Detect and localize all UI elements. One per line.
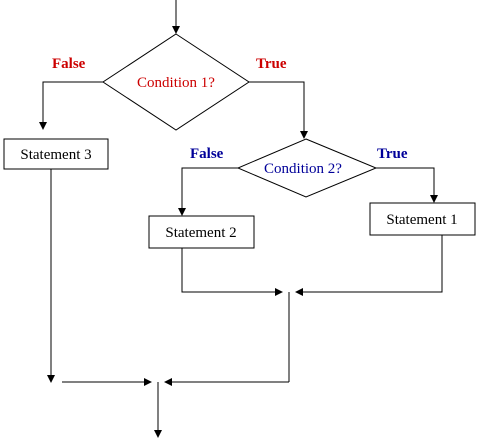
condition-1-false-label: False <box>52 56 86 72</box>
statement-3-rect <box>3 138 109 170</box>
statement-1-box: Statement 1 <box>369 202 476 236</box>
condition-1-true-arrow <box>249 81 308 139</box>
statement-2-label: Statement 2 <box>165 225 236 241</box>
condition-1-label: Condition 1? <box>137 75 215 91</box>
statement-2-box: Statement 2 <box>148 215 255 249</box>
condition-1-true-label: True <box>256 56 287 72</box>
statement-3-label: Statement 3 <box>20 147 91 163</box>
condition-2-label: Condition 2? <box>264 161 342 177</box>
statement-2-merge-arrow <box>181 248 283 296</box>
condition-1-false-arrow <box>39 81 103 130</box>
condition-2-true-arrow <box>376 167 438 203</box>
statement-2-rect <box>148 215 255 249</box>
condition-2-decision: Condition 2? <box>236 138 378 198</box>
statement-1-merge-arrow <box>295 235 443 296</box>
statement-1-rect <box>369 202 476 236</box>
condition-2-false-label: False <box>190 146 224 162</box>
condition-2-diamond <box>236 138 378 198</box>
statement-1-label: Statement 1 <box>386 212 457 228</box>
condition-2-false-arrow <box>178 167 238 216</box>
statement-3-box: Statement 3 <box>3 138 109 170</box>
condition-1-decision: Condition 1? <box>102 33 250 131</box>
condition-2-true-label: True <box>377 146 408 162</box>
condition-1-diamond <box>102 33 250 131</box>
